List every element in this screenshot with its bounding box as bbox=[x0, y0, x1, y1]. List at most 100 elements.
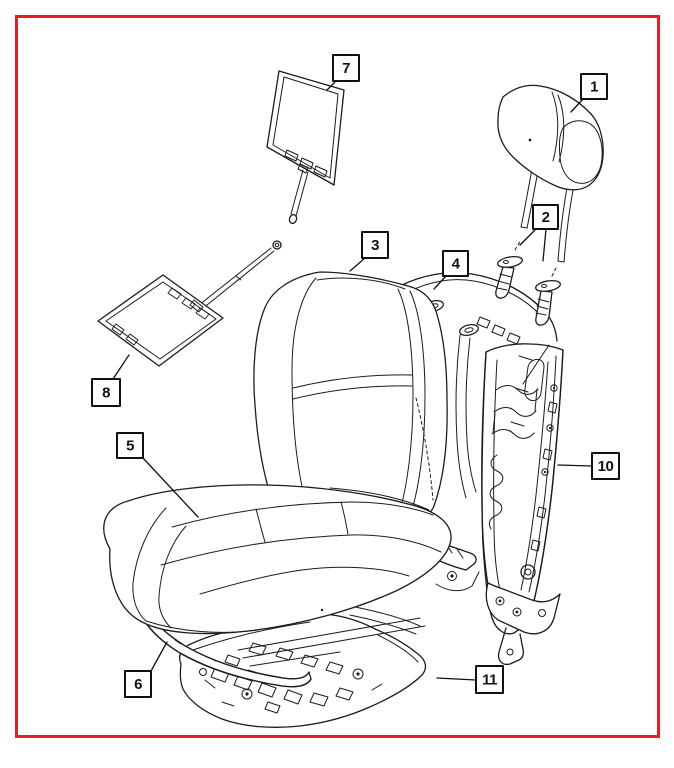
headrest-post-right-outer bbox=[557, 187, 568, 262]
callout-number: 2 bbox=[542, 209, 550, 226]
seat-adjuster-drawing bbox=[178, 606, 427, 728]
right-bolster-seam-2 bbox=[407, 290, 426, 523]
callout-3: 3 bbox=[349, 231, 389, 272]
headrest-guide-sleeves-drawing bbox=[495, 239, 561, 326]
headrest-crease-2 bbox=[557, 94, 565, 163]
callout-1: 1 bbox=[570, 73, 608, 113]
frame-outer-rim bbox=[528, 355, 557, 593]
panel8-rod-2 bbox=[201, 250, 275, 310]
pivot-bolt bbox=[447, 571, 457, 581]
lumbar-zigzag-wire bbox=[488, 454, 504, 530]
mech-plate bbox=[300, 654, 319, 668]
lumbar-wire-upper-2 bbox=[493, 407, 537, 417]
crossbar-slot bbox=[506, 332, 521, 345]
callout-4: 4 bbox=[433, 250, 469, 290]
frame-slot bbox=[536, 506, 547, 519]
headrest-post-left-outer bbox=[520, 168, 533, 228]
slide-rail bbox=[237, 617, 421, 651]
sleeve-b-head bbox=[535, 279, 561, 293]
panel8-mount bbox=[189, 299, 204, 313]
callout-10: 10 bbox=[557, 452, 620, 480]
monitor-panel-drawing bbox=[266, 70, 345, 225]
headrest-guide-hole-inner bbox=[464, 327, 474, 333]
callout-box bbox=[332, 54, 360, 82]
callout-7: 7 bbox=[326, 54, 360, 91]
pan-hole bbox=[352, 668, 364, 680]
recliner-plate bbox=[485, 582, 561, 635]
panel8-rod-ring-inner bbox=[274, 242, 280, 248]
slide-rail-short bbox=[249, 651, 341, 667]
panel8-rod-tick bbox=[235, 275, 242, 281]
callout-number: 10 bbox=[598, 458, 614, 475]
lumbar-wire-link-2 bbox=[492, 412, 496, 434]
sleeve-b-hole bbox=[541, 284, 547, 288]
cover-edge-dashed bbox=[415, 397, 434, 501]
callout-number: 1 bbox=[590, 79, 598, 96]
right-rail bbox=[354, 606, 421, 627]
pan-squiggle bbox=[204, 679, 383, 707]
panel7-slot bbox=[284, 149, 299, 162]
panel7-rod-2 bbox=[295, 171, 309, 217]
sleeve-a-head bbox=[497, 255, 523, 269]
band-tick bbox=[510, 421, 525, 427]
panel8-outline bbox=[97, 274, 224, 367]
frame-foot bbox=[497, 627, 525, 666]
pan-inner-edge bbox=[192, 621, 311, 651]
pivot-bolt-center bbox=[450, 574, 454, 578]
left-bolster-seam-2 bbox=[158, 525, 187, 629]
side-band-edge bbox=[455, 334, 467, 499]
foam-tick bbox=[174, 639, 256, 673]
headrest-drawing bbox=[497, 84, 604, 263]
insertion-axis-dashed bbox=[514, 239, 522, 251]
callout-leader-line bbox=[570, 98, 584, 113]
frame-left-edge bbox=[481, 351, 489, 586]
callout-box bbox=[580, 73, 608, 100]
mid-horizontal-seam bbox=[292, 374, 413, 389]
panel7-inner-frame bbox=[272, 76, 339, 179]
sleeve-a-hole bbox=[503, 260, 509, 264]
callout-leader-line bbox=[436, 677, 477, 681]
headrest-body bbox=[497, 84, 604, 191]
callout-box bbox=[91, 378, 121, 407]
right-bolster-seam bbox=[395, 288, 414, 524]
back-edge-piping bbox=[329, 487, 430, 511]
band-tick bbox=[514, 387, 529, 393]
back-panel-drawing bbox=[97, 240, 282, 367]
bolt-hole bbox=[550, 384, 558, 392]
panel7-slot bbox=[299, 157, 314, 170]
riser-link bbox=[435, 571, 480, 592]
callout-leader-line bbox=[112, 354, 130, 380]
bolt-center bbox=[552, 386, 556, 390]
panel7-rod-knob bbox=[288, 213, 298, 225]
mech-plate bbox=[264, 701, 281, 714]
sleeve-a-ribs bbox=[496, 273, 512, 291]
sleeve-b-ribs bbox=[535, 298, 550, 316]
mech-plate bbox=[283, 689, 303, 705]
panel8-inner-frame bbox=[105, 281, 217, 360]
panel8-tab bbox=[111, 323, 125, 336]
callout-leader-line bbox=[326, 80, 337, 91]
lumbar-wire-diagonal bbox=[522, 344, 550, 385]
callout-number: 6 bbox=[134, 676, 142, 693]
bolt-hole bbox=[541, 468, 549, 476]
callout-number: 8 bbox=[102, 385, 110, 402]
mech-plate bbox=[224, 654, 241, 667]
pan-inner-edge-right bbox=[377, 634, 419, 663]
callout-leader-line bbox=[433, 275, 447, 290]
callout-leader-line bbox=[349, 257, 366, 272]
callout-6: 6 bbox=[124, 641, 168, 698]
panel8-rod bbox=[198, 247, 272, 306]
headrest-post-right-inner bbox=[563, 189, 574, 263]
seat-cushion-cover-drawing bbox=[103, 484, 452, 635]
bolt-center bbox=[548, 426, 552, 430]
headrest-post-left-cap bbox=[520, 226, 528, 229]
belt-guide-pad bbox=[524, 358, 545, 402]
panel7-rod bbox=[290, 169, 304, 215]
front-bolster-seam bbox=[199, 566, 410, 595]
callout-box bbox=[475, 665, 504, 694]
pan-hole-center bbox=[356, 672, 360, 676]
callout-number: 7 bbox=[342, 60, 350, 77]
callout-11: 11 bbox=[436, 665, 504, 694]
foam-strip-bottom bbox=[141, 616, 312, 688]
